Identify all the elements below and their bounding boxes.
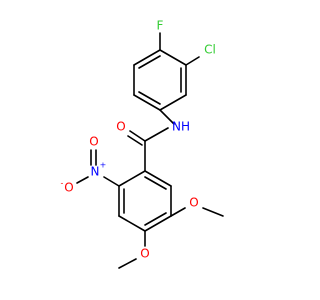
atom-methoxy-oxygen-5: O	[189, 196, 198, 210]
bond	[118, 215, 146, 232]
bond	[76, 176, 89, 184]
bond	[159, 109, 175, 125]
bond	[127, 135, 143, 146]
bond	[159, 94, 187, 111]
atom-amide-nitrogen: NH	[172, 120, 190, 134]
bond	[170, 207, 186, 217]
atom-nitro-oxygen-double: O	[89, 135, 98, 149]
bonds	[76, 32, 224, 269]
bond	[138, 55, 161, 69]
bond	[185, 56, 200, 66]
atom-amide-oxygen: O	[116, 120, 125, 134]
atom-nitro-nitrogen: N	[91, 165, 100, 179]
bond	[118, 170, 146, 187]
bond	[202, 207, 224, 217]
canvas-background	[0, 0, 300, 300]
nitro-nitrogen-charge: +	[100, 161, 107, 170]
nitro-oxygen-charge: -	[61, 179, 64, 188]
atom-methoxy-oxygen-4: O	[140, 247, 149, 261]
bond	[133, 49, 161, 66]
bond	[159, 49, 187, 66]
atom-fluorine: F	[157, 19, 164, 33]
bond	[118, 258, 137, 269]
molecule-structure: F Cl NH O N + O O - O O	[0, 0, 300, 300]
bond	[144, 170, 172, 187]
bond	[144, 127, 169, 142]
atom-labels: F Cl NH O N + O O - O O	[61, 19, 216, 261]
bond	[129, 130, 146, 142]
bond	[138, 91, 161, 105]
bond	[144, 212, 167, 226]
bond	[103, 176, 120, 187]
bond	[144, 176, 167, 190]
atom-chlorine: Cl	[204, 43, 216, 57]
bond	[133, 94, 161, 111]
atom-nitro-oxygen-single: O	[64, 181, 73, 195]
bond	[144, 215, 172, 232]
